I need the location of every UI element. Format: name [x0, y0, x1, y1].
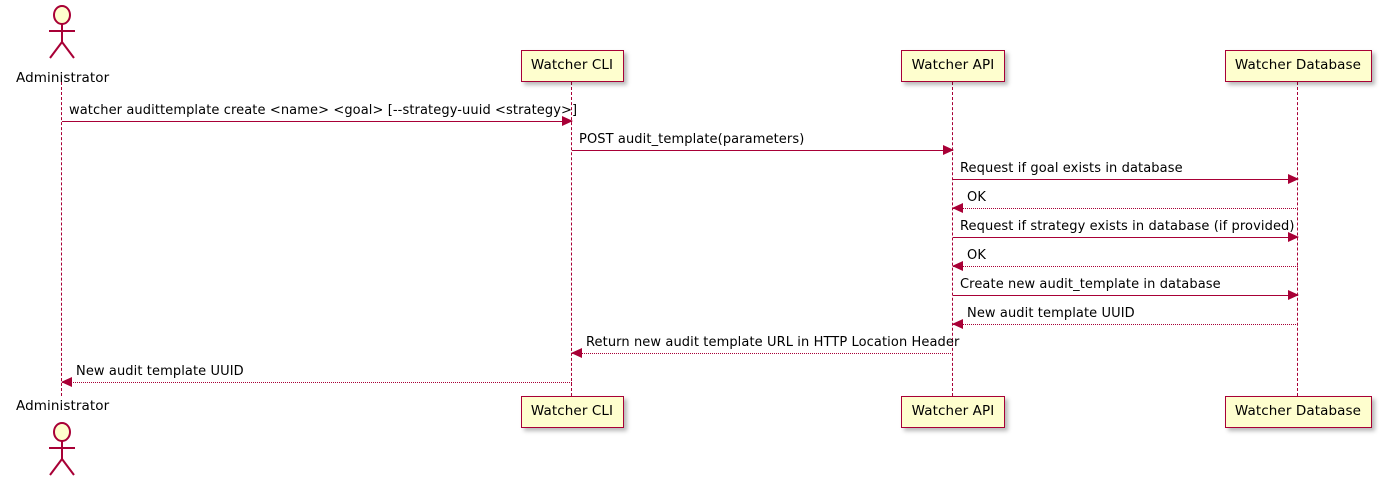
participant-db-bottom: Watcher Database — [1224, 396, 1372, 428]
message-line-10 — [62, 382, 572, 383]
message-line-8 — [953, 324, 1298, 325]
lifeline-api — [952, 82, 954, 396]
actor-figure — [49, 422, 75, 476]
message-7: Create new audit_template in database — [953, 277, 1299, 300]
arrowhead-left — [571, 347, 582, 358]
arrowhead-right — [562, 115, 573, 126]
actor-label-admin-bottom: Administrator — [15, 398, 110, 414]
message-5: Request if strategy exists in database (… — [953, 219, 1299, 242]
message-8: New audit template UUID — [952, 306, 1298, 329]
message-line-5 — [953, 237, 1298, 238]
message-3: Request if goal exists in database — [953, 161, 1299, 184]
actor-admin-bottom — [40, 420, 84, 482]
message-6: OK — [952, 248, 1298, 271]
message-label-5: Request if strategy exists in database (… — [960, 219, 1295, 234]
actor-admin-top — [40, 3, 84, 65]
actor-figure — [49, 5, 75, 59]
actor-label-admin-top: Administrator — [15, 70, 110, 86]
message-2: POST audit_template(parameters) — [572, 132, 954, 155]
message-line-9 — [572, 353, 953, 354]
message-label-6: OK — [967, 248, 986, 263]
message-line-1 — [62, 121, 572, 122]
message-line-3 — [953, 179, 1298, 180]
arrowhead-right — [1288, 289, 1299, 300]
message-line-4 — [953, 208, 1298, 209]
arrowhead-left — [61, 376, 72, 387]
message-label-3: Request if goal exists in database — [960, 161, 1183, 176]
message-line-7 — [953, 295, 1298, 296]
message-line-2 — [572, 150, 953, 151]
arrowhead-left — [952, 260, 963, 271]
message-4: OK — [952, 190, 1298, 213]
message-1: watcher audittemplate create <name> <goa… — [62, 103, 577, 126]
lifeline-admin — [61, 82, 63, 396]
lifeline-cli — [571, 82, 573, 396]
message-label-8: New audit template UUID — [967, 306, 1135, 321]
arrowhead-right — [943, 144, 954, 155]
arrowhead-right — [1288, 173, 1299, 184]
participant-cli-top: Watcher CLI — [520, 50, 624, 82]
arrowhead-left — [952, 318, 963, 329]
message-label-1: watcher audittemplate create <name> <goa… — [69, 103, 578, 118]
message-label-2: POST audit_template(parameters) — [579, 132, 805, 147]
participant-cli-bottom: Watcher CLI — [520, 396, 624, 428]
message-9: Return new audit template URL in HTTP Lo… — [571, 335, 959, 358]
participant-api-top: Watcher API — [901, 50, 1005, 82]
message-label-10: New audit template UUID — [76, 364, 244, 379]
participant-db-top: Watcher Database — [1224, 50, 1372, 82]
message-label-7: Create new audit_template in database — [960, 277, 1221, 292]
participant-api-bottom: Watcher API — [901, 396, 1005, 428]
arrowhead-right — [1288, 231, 1299, 242]
message-label-4: OK — [967, 190, 986, 205]
message-line-6 — [953, 266, 1298, 267]
arrowhead-left — [952, 202, 963, 213]
message-10: New audit template UUID — [61, 364, 572, 387]
message-label-9: Return new audit template URL in HTTP Lo… — [586, 335, 960, 350]
